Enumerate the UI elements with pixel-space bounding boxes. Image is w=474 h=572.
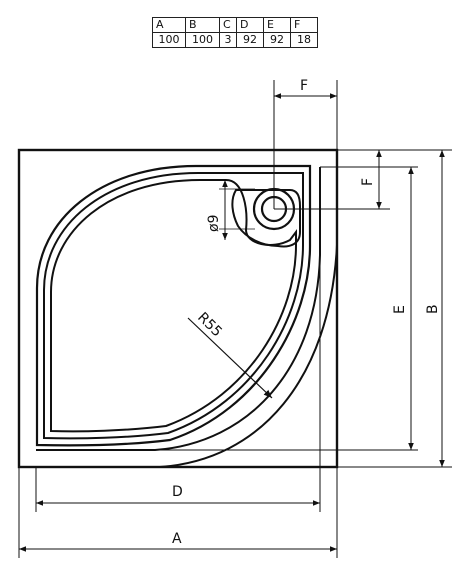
- tray-outer-square: [17, 148, 339, 469]
- drain-diameter-label: ø9: [206, 215, 222, 232]
- d-label: D: [172, 484, 183, 500]
- dimension-table-value-row: 100 100 3 92 92 18: [152, 32, 318, 48]
- value-a: 100: [152, 32, 186, 48]
- value-c: 3: [219, 32, 237, 48]
- e-label: E: [392, 305, 408, 314]
- f-right-label: F: [360, 178, 376, 186]
- b-label: B: [425, 304, 441, 314]
- basin-outline-1: [35, 164, 312, 447]
- tray-front-arc-inner: [36, 167, 321, 451]
- tray-front-arc-outer: [36, 244, 338, 468]
- value-f: 18: [290, 32, 318, 48]
- f-top-label: F: [300, 78, 308, 94]
- drain-surround: [231, 189, 301, 248]
- basin-outline-3: [50, 179, 297, 433]
- radius-dim-line: [187, 317, 273, 399]
- value-b: 100: [185, 32, 220, 48]
- a-label: A: [172, 531, 182, 547]
- radius-label: R55: [194, 310, 225, 341]
- value-d: 92: [236, 32, 264, 48]
- dimension-table: A B C D E F 100 100 3 92 92 18: [152, 17, 318, 48]
- basin-outline-2: [43, 172, 304, 440]
